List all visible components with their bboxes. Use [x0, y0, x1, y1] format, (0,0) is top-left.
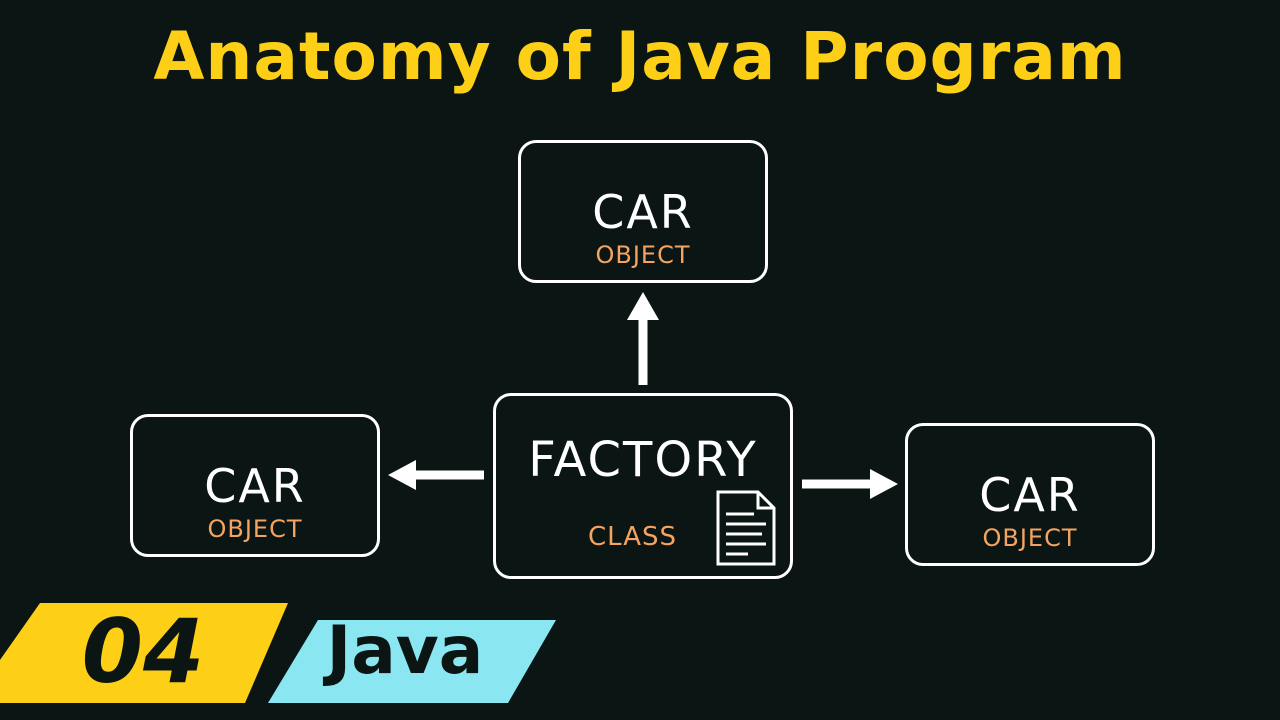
node-sub-label: OBJECT — [207, 515, 303, 543]
node-main-label: FACTORY — [528, 432, 758, 488]
car-object-right: CAR OBJECT — [905, 423, 1155, 566]
badge-number-bg — [0, 603, 288, 703]
arrow-head-right — [870, 469, 898, 499]
video-title: Anatomy of Java Program — [153, 18, 1127, 95]
car-object-left: CAR OBJECT — [130, 414, 380, 557]
series-language: Java — [326, 612, 484, 689]
node-sub-label: OBJECT — [982, 524, 1078, 552]
factory-class: FACTORY CLASS — [493, 393, 793, 579]
document-icon — [716, 490, 776, 566]
node-main-label: CAR — [979, 468, 1081, 522]
node-main-label: CAR — [592, 185, 694, 239]
arrow-head-left — [388, 460, 416, 490]
node-main-label: CAR — [204, 459, 306, 513]
node-sub-label: OBJECT — [595, 241, 691, 269]
episode-number: 04 — [81, 600, 205, 703]
arrow-head-top — [627, 292, 659, 320]
car-object-top: CAR OBJECT — [518, 140, 768, 283]
node-sub-label: CLASS — [588, 522, 678, 552]
badge-language-bg — [268, 620, 556, 703]
